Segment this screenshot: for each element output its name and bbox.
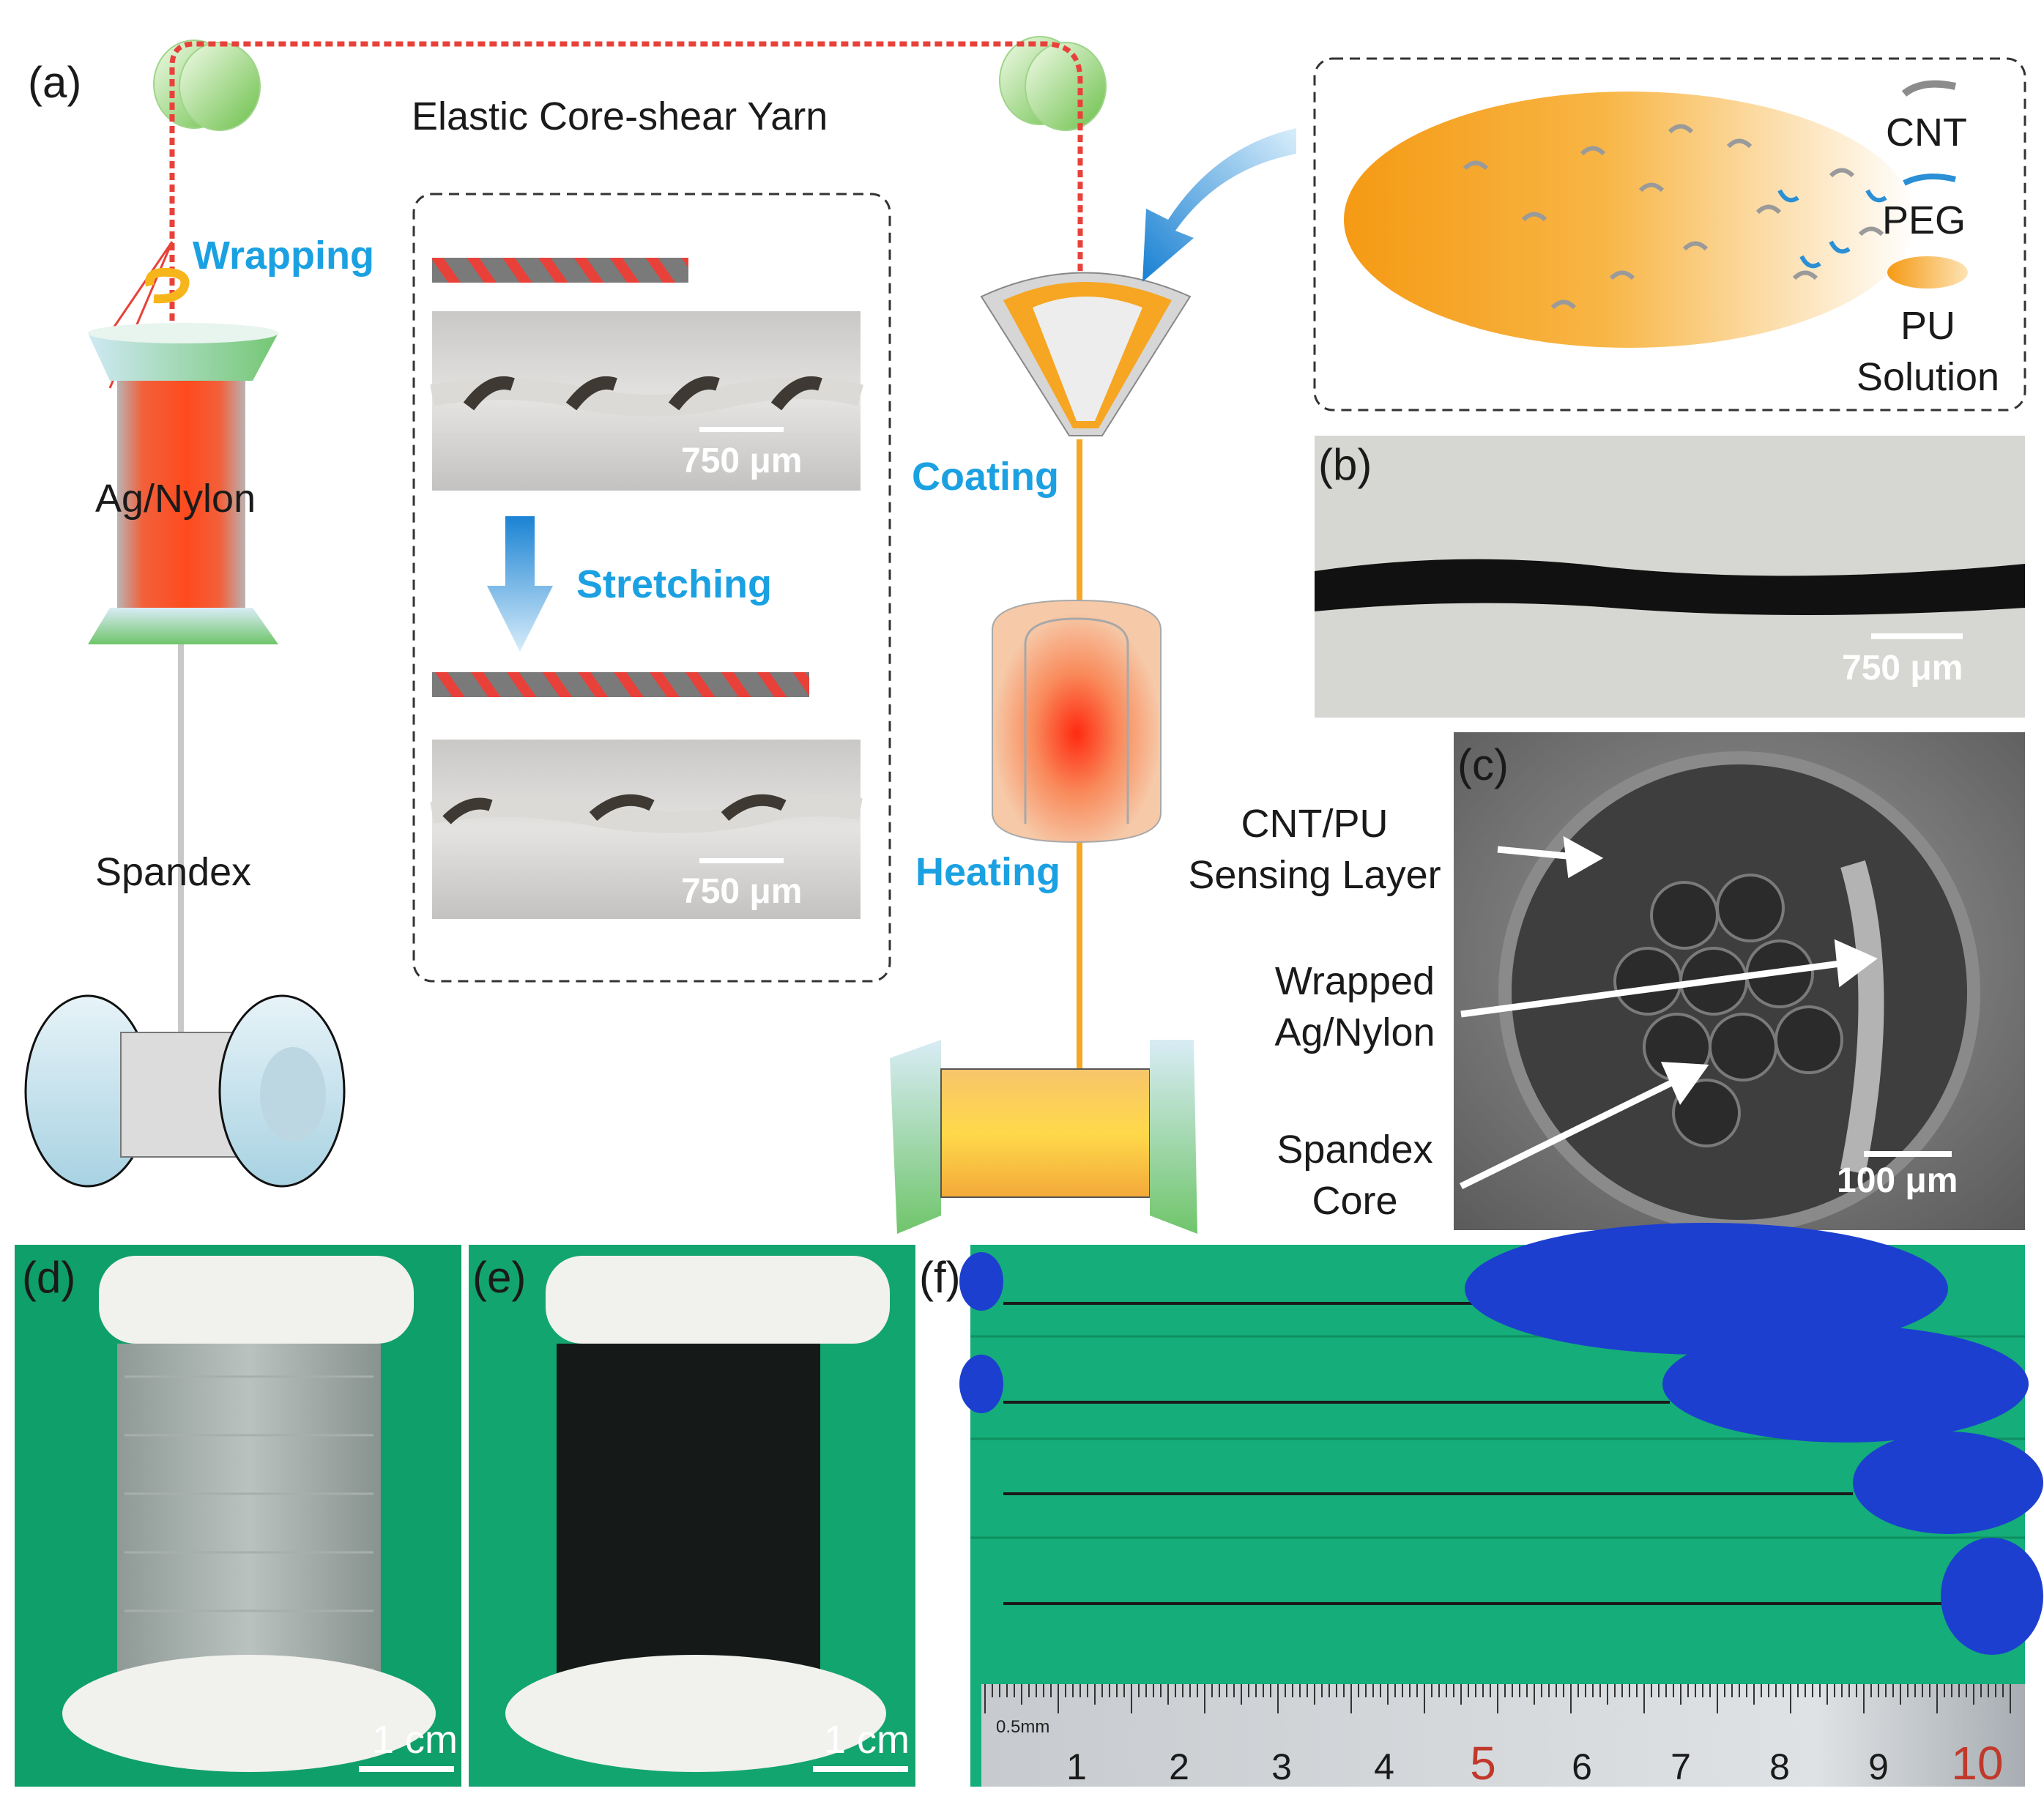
wrapped-line1: Wrapped (1274, 959, 1435, 1003)
scale-bar-c (1864, 1151, 1952, 1157)
ruler-ticks (984, 1684, 2011, 1713)
ruler-number: 1 (1066, 1746, 1087, 1787)
spandex-core-line1: Spandex (1276, 1128, 1433, 1172)
panel-label-d: (d) (22, 1253, 76, 1302)
panel-label-c: (c) (1457, 740, 1509, 789)
ruler-number: 3 (1271, 1746, 1292, 1787)
heater (992, 599, 1162, 844)
sensing-layer-label: CNT/PU Sensing Layer (1175, 798, 1454, 901)
scale-label-relaxed: 750 μm (681, 442, 803, 480)
ruler-number: 7 (1670, 1746, 1691, 1787)
sensing-layer-line2: Sensing Layer (1188, 853, 1441, 897)
scale-label-d: 1 cm (372, 1718, 458, 1762)
yarn-path (169, 41, 1083, 439)
scale-label-stretched: 750 μm (681, 872, 803, 911)
ruler-number: 2 (1169, 1746, 1189, 1787)
panel-label-b: (b) (1318, 440, 1372, 489)
pu-cnt-droplet (1344, 92, 1915, 348)
ruler-number: 10 (1951, 1737, 2003, 1790)
materials-legend-box (1313, 57, 2026, 412)
pu-legend-icon (1887, 256, 1968, 288)
stretching-label: Stretching (576, 562, 773, 606)
legend-pu-line2: Solution (1856, 355, 2000, 399)
spandex-label: Spandex (95, 850, 252, 894)
wrapped-ag-nylon-label: Wrapped Ag/Nylon (1245, 956, 1465, 1058)
sem-filaments (1613, 874, 1843, 1147)
stretching-arrow (487, 516, 553, 652)
cnt-legend-icon (1901, 80, 1957, 97)
sem-pointer-arrows (1460, 835, 1878, 1190)
spandex-spool (24, 994, 346, 1188)
spool-grey-yarn (62, 1256, 436, 1772)
yarn-schematic-relaxed (432, 258, 688, 283)
ag-nylon-spool (88, 323, 278, 644)
wrapping-rotation-icon (145, 267, 190, 304)
spandex-fiber (178, 644, 184, 1040)
spool-black-yarn (505, 1256, 890, 1772)
top-right-roller (999, 36, 1107, 131)
gloved-fingers (959, 1223, 2043, 1655)
feed-arrow (1142, 128, 1296, 282)
ruler-number: 6 (1572, 1746, 1592, 1787)
coated-yarn-micrograph (1315, 559, 2025, 615)
micrograph-relaxed-yarn (430, 376, 863, 417)
ruler-number: 8 (1769, 1746, 1790, 1787)
micrograph-stretched-yarn (430, 794, 863, 833)
heating-label: Heating (915, 850, 1061, 894)
stretch-strips (970, 1302, 2025, 1605)
legend-pu-label: PU Solution (1846, 300, 2010, 403)
sem-wrap-fibers (1840, 860, 1884, 1174)
scale-label-b: 750 μm (1842, 649, 1963, 688)
stretching-inset-box (412, 193, 891, 983)
legend-cnt-label: CNT (1886, 111, 1967, 155)
scale-label-e: 1 cm (824, 1718, 910, 1762)
panel-label-a: (a) (28, 58, 82, 107)
scale-bar-e (813, 1766, 908, 1772)
ruler-number: 9 (1868, 1746, 1889, 1787)
diagram-title: Elastic Core-shear Yarn (412, 94, 828, 138)
scale-bar-d (359, 1766, 454, 1772)
panel-label-f: (f) (919, 1253, 961, 1302)
panel-label-e: (e) (472, 1253, 527, 1302)
collecting-spool (890, 1040, 1197, 1234)
sensing-layer-line1: CNT/PU (1241, 802, 1389, 846)
ruler-number: 4 (1374, 1746, 1394, 1787)
ruler-number: 5 (1470, 1737, 1496, 1790)
spandex-core-line2: Core (1312, 1179, 1398, 1223)
spandex-core-label: Spandex Core (1245, 1124, 1465, 1226)
scale-bar-relaxed (699, 427, 784, 432)
coating-cone (980, 272, 1192, 436)
ruler-unit-label: 0.5mm (996, 1717, 1050, 1737)
ag-nylon-label: Ag/Nylon (95, 477, 256, 521)
peg-legend-icon (1903, 174, 1956, 186)
wrapping-label: Wrapping (193, 234, 374, 278)
legend-peg-label: PEG (1882, 198, 1966, 242)
ruler-numbers: 1 2 3 4 5 6 7 8 9 10 (1066, 1737, 2004, 1790)
wrapped-line2: Ag/Nylon (1274, 1010, 1435, 1054)
legend-pu-line1: PU (1900, 304, 1955, 348)
coating-label: Coating (912, 455, 1059, 499)
ruler (981, 1684, 2025, 1787)
yarn-schematic-stretched (432, 672, 809, 697)
scale-label-c: 100 μm (1837, 1161, 1958, 1200)
scale-bar-b (1871, 633, 1963, 639)
scale-bar-stretched (699, 858, 784, 863)
